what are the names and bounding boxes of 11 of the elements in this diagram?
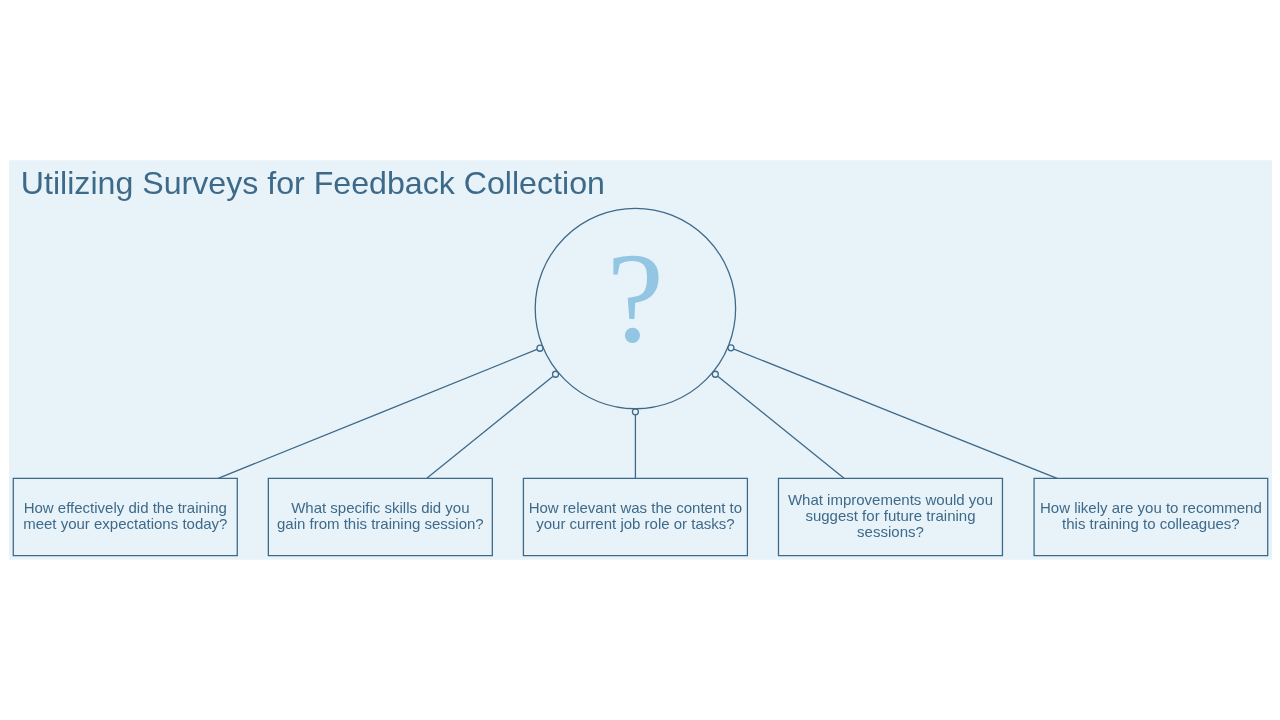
node-box: How relevant was the content to your current job role or tasks? xyxy=(522,477,748,557)
diagram-title: Utilizing Surveys for Feedback Collection xyxy=(20,165,605,202)
connector xyxy=(217,344,544,479)
connector xyxy=(425,370,559,479)
connector xyxy=(711,370,845,479)
node-box: What improvements would you suggest for future training sessions? xyxy=(777,477,1003,557)
connector xyxy=(726,344,1058,480)
connector xyxy=(631,408,639,479)
node-box: How likely are you to recommend this training to colleagues? xyxy=(1032,477,1268,557)
node-box: How effectively did the training meet your expectations today? xyxy=(12,477,238,557)
node-box: What specific skills did you gain from this training session? xyxy=(267,477,493,557)
